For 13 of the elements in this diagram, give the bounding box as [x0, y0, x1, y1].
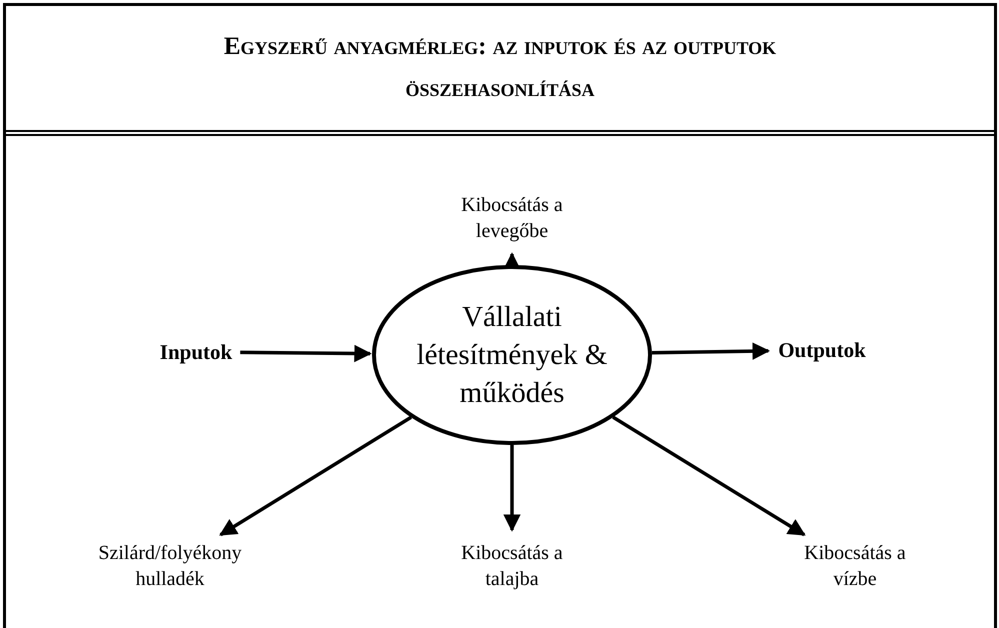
process-ellipse: Vállalati létesítmények & működés — [372, 265, 652, 445]
output-label: Kibocsátás a talajba — [447, 540, 577, 592]
output-label: Szilárd/folyékony hulladék — [75, 540, 265, 592]
arrow — [240, 344, 372, 362]
title: Egyszerű anyagmérleg: az inputok és az outputok összehasonlítása — [222, 32, 778, 104]
arrow — [652, 342, 770, 360]
arrow — [612, 416, 806, 536]
output-label: Kibocsátás a levegőbe — [437, 192, 587, 244]
arrow — [219, 416, 412, 536]
flow-label: Outputok — [778, 337, 866, 363]
flow-label: Inputok — [160, 339, 232, 365]
output-label: Kibocsátás a vízbe — [790, 540, 920, 592]
arrow — [503, 445, 521, 532]
